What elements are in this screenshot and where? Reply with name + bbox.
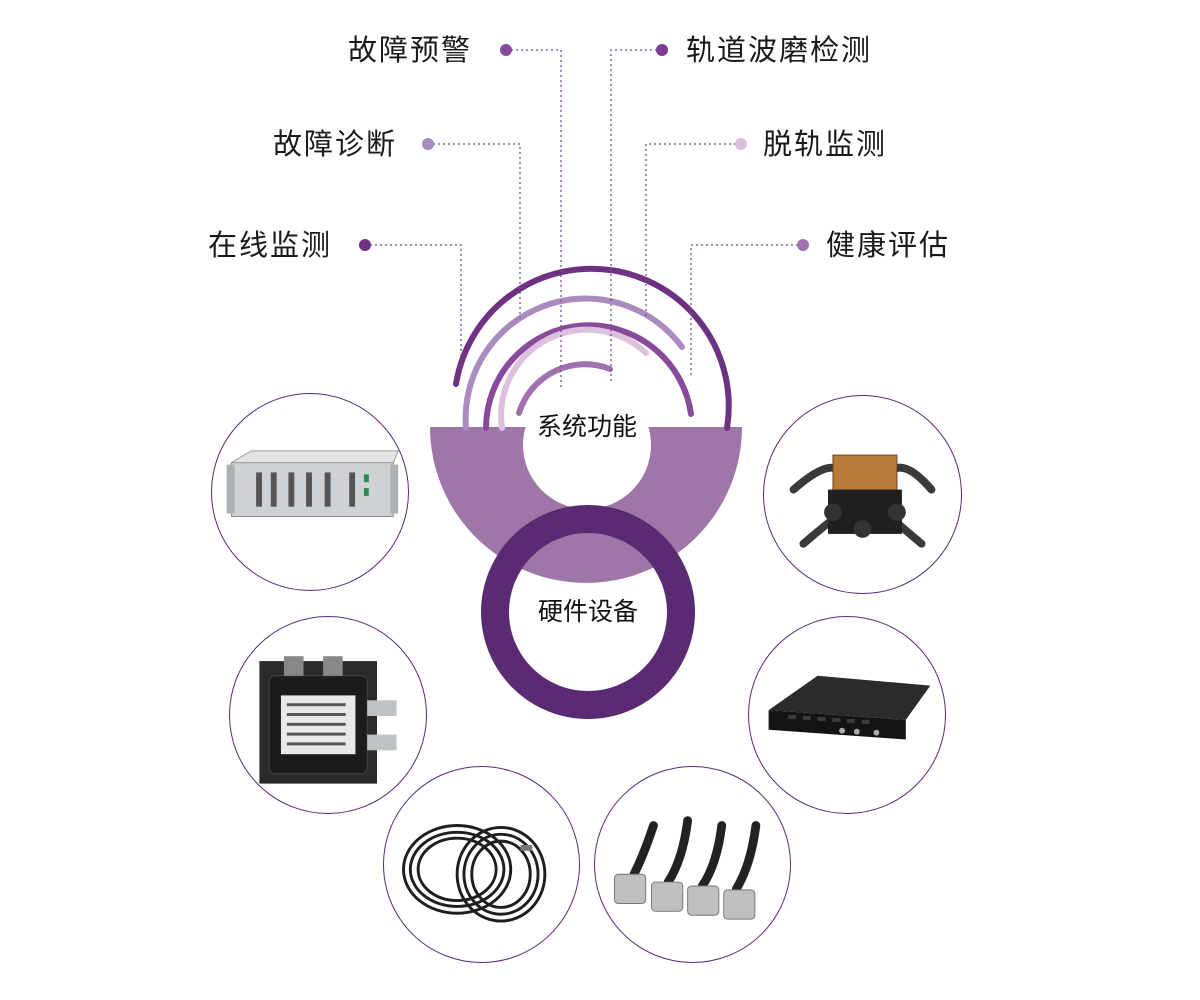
connector-fault-warning bbox=[506, 49, 562, 390]
device-accelerometers bbox=[594, 766, 791, 963]
connector-online-monitoring bbox=[365, 244, 462, 370]
device-sensor-hub bbox=[763, 395, 962, 594]
sensor-probe-icon bbox=[614, 816, 761, 920]
dot-track bbox=[656, 44, 668, 56]
dot-derailment bbox=[735, 138, 747, 150]
dot-health bbox=[797, 239, 809, 251]
hardware-devices-title: 硬件设备 bbox=[537, 597, 638, 626]
system-functions-title: 系统功能 bbox=[536, 412, 637, 441]
junction-box-icon bbox=[259, 656, 397, 784]
arc-health bbox=[516, 361, 613, 416]
black-chassis-icon bbox=[768, 675, 931, 740]
cable-icon bbox=[402, 824, 547, 923]
device-control-unit bbox=[748, 616, 946, 814]
connector-health bbox=[690, 244, 803, 378]
system-hole bbox=[523, 381, 651, 509]
connector-derailment bbox=[645, 143, 741, 318]
device-cable-coils bbox=[383, 766, 580, 963]
dot-fault-diagnosis bbox=[422, 138, 434, 150]
arc-fault-diagnosis bbox=[462, 295, 685, 431]
dot-fault-warning bbox=[500, 44, 512, 56]
hardware-ring bbox=[481, 505, 695, 719]
connector-track bbox=[610, 49, 662, 383]
dot-online-monitoring bbox=[359, 239, 371, 251]
label-health: 健康评估 bbox=[826, 228, 951, 262]
hub-box-icon bbox=[789, 454, 936, 548]
connector-fault-diagnosis bbox=[428, 143, 521, 318]
label-fault-warning: 故障预警 bbox=[348, 33, 473, 67]
device-junction-box bbox=[229, 616, 427, 814]
label-fault-diagnosis: 故障诊断 bbox=[273, 127, 398, 161]
label-track-corrugation: 轨道波磨检测 bbox=[686, 33, 873, 67]
device-rack-chassis bbox=[211, 393, 409, 591]
rack-unit-icon bbox=[226, 450, 399, 517]
label-derailment: 脱轨监测 bbox=[763, 127, 888, 161]
arc-online-monitoring bbox=[453, 265, 732, 431]
arc-fault-warning bbox=[483, 322, 694, 431]
arc-derailment bbox=[498, 326, 649, 431]
label-online-monitoring: 在线监测 bbox=[208, 228, 333, 262]
